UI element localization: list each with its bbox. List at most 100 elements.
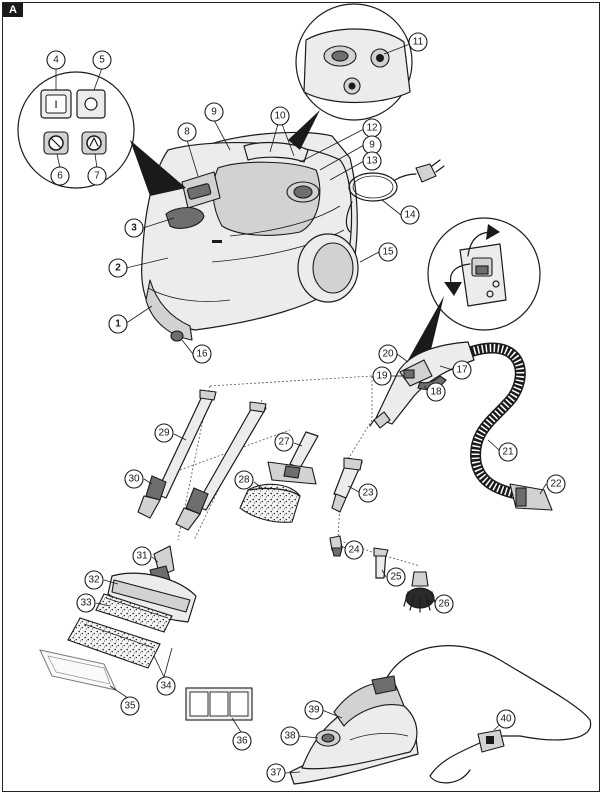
- callout-18: 18: [426, 382, 446, 402]
- callout-34: 34: [156, 676, 176, 696]
- svg-text:1: 1: [115, 319, 121, 330]
- callout-20: 20: [378, 344, 398, 364]
- steam-iron: [289, 645, 592, 785]
- floor-cloth-2: [67, 617, 161, 669]
- callout-17: 17: [452, 360, 472, 380]
- svg-text:25: 25: [390, 572, 402, 583]
- svg-text:35: 35: [124, 701, 136, 712]
- callout-31: 31: [132, 546, 152, 566]
- svg-text:36: 36: [236, 736, 248, 747]
- svg-text:11: 11: [413, 37, 424, 48]
- svg-text:32: 32: [88, 575, 100, 586]
- callout-7: 7: [87, 166, 107, 186]
- svg-text:28: 28: [238, 475, 250, 486]
- svg-text:5: 5: [99, 55, 105, 66]
- svg-text:26: 26: [438, 599, 450, 610]
- power-nozzle: [329, 535, 343, 557]
- zoom-switch-panel: I: [17, 71, 186, 196]
- callout-4: 4: [46, 50, 66, 70]
- svg-text:7: 7: [94, 171, 100, 182]
- round-brush-brass: [403, 571, 437, 613]
- callout-23: 23: [358, 483, 378, 503]
- callout-35: 35: [120, 696, 140, 716]
- callout-40: 40: [496, 709, 516, 729]
- callout-22: 22: [546, 474, 566, 494]
- extension-tubes: [137, 389, 267, 531]
- svg-text:10: 10: [274, 111, 286, 122]
- svg-text:37: 37: [270, 768, 282, 779]
- svg-text:3: 3: [131, 223, 137, 234]
- callout-16: 16: [192, 344, 212, 364]
- svg-text:39: 39: [308, 705, 320, 716]
- callout-6: 6: [50, 166, 70, 186]
- svg-text:29: 29: [158, 428, 170, 439]
- svg-text:18: 18: [430, 387, 442, 398]
- hand-nozzle: [267, 431, 319, 485]
- svg-text:33: 33: [80, 598, 92, 609]
- callout-39: 39: [304, 700, 324, 720]
- callout-3: 3: [124, 218, 144, 238]
- svg-text:9: 9: [369, 140, 375, 151]
- svg-text:38: 38: [284, 731, 296, 742]
- callout-13: 13: [362, 151, 382, 171]
- callout-21: 21: [498, 442, 518, 462]
- zoom-top-inlets: [288, 3, 413, 150]
- callout-28: 28: [234, 470, 254, 490]
- svg-text:2: 2: [115, 263, 121, 274]
- svg-text:40: 40: [500, 714, 512, 725]
- steam-cleaner-unit: [141, 131, 359, 342]
- callout-26: 26: [434, 594, 454, 614]
- svg-text:24: 24: [348, 545, 360, 556]
- callout-11: 11: [408, 32, 428, 52]
- leader-lines: [55, 43, 547, 774]
- svg-text:8: 8: [184, 127, 190, 138]
- svg-text:4: 4: [53, 55, 59, 66]
- detail-nozzle: [331, 457, 363, 513]
- callout-5: 5: [92, 50, 112, 70]
- svg-text:9: 9: [211, 107, 217, 118]
- svg-text:19: 19: [376, 371, 388, 382]
- svg-text:23: 23: [362, 488, 374, 499]
- floor-nozzle-tray: [39, 649, 117, 691]
- svg-text:16: 16: [196, 349, 208, 360]
- callout-15: 15: [378, 242, 398, 262]
- callout-2: 2: [108, 258, 128, 278]
- callout-27: 27: [274, 432, 294, 452]
- svg-text:20: 20: [382, 349, 394, 360]
- svg-text:13: 13: [366, 156, 378, 167]
- floor-cloth-1: [95, 593, 173, 633]
- callout-38: 38: [280, 726, 300, 746]
- callout-32: 32: [84, 570, 104, 590]
- callout-29: 29: [154, 423, 174, 443]
- diagram-frame: [2, 2, 600, 792]
- svg-text:21: 21: [502, 447, 514, 458]
- callout-37: 37: [266, 763, 286, 783]
- callout-9a: 9: [204, 102, 224, 122]
- cloth-pack: [185, 687, 253, 721]
- callout-12: 12: [362, 118, 382, 138]
- svg-text:30: 30: [128, 474, 140, 485]
- power-cord: [345, 159, 445, 233]
- callout-1: 1: [108, 314, 128, 334]
- terry-cloth-cover: [239, 483, 301, 523]
- svg-text:15: 15: [382, 247, 394, 258]
- callout-36: 36: [232, 731, 252, 751]
- panel-tag: A: [3, 3, 23, 17]
- callout-30: 30: [124, 469, 144, 489]
- svg-text:34: 34: [160, 681, 172, 692]
- zoom-handgrip-switch: [408, 217, 541, 362]
- svg-text:17: 17: [456, 365, 468, 376]
- callout-25: 25: [386, 567, 406, 587]
- on-switch-symbol: I: [54, 99, 57, 111]
- callout-10: 10: [270, 106, 290, 126]
- floor-nozzle: [107, 545, 197, 623]
- callout-33: 33: [76, 593, 96, 613]
- svg-text:27: 27: [278, 437, 290, 448]
- round-brush-small: [373, 547, 389, 579]
- svg-text:12: 12: [366, 123, 378, 134]
- callout-9b: 9: [362, 135, 382, 155]
- svg-text:14: 14: [404, 210, 416, 221]
- hand-unit-and-hose: [369, 341, 553, 511]
